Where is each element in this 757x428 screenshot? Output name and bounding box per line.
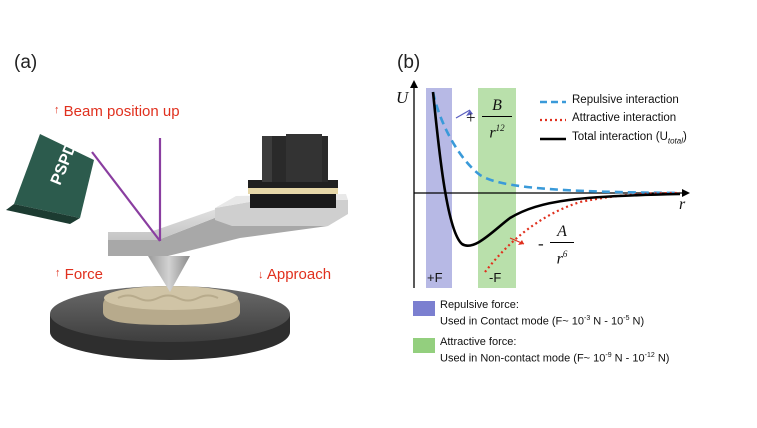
- attractive-force-band: [478, 88, 516, 288]
- approach-label: ↓ Approach: [258, 266, 332, 283]
- formula-attractive-sign: -: [538, 234, 544, 253]
- repulsive-force-note: Repulsive force: Used in Contact mode (F…: [440, 299, 645, 328]
- sample: [103, 286, 240, 325]
- attractive-force-swatch: [413, 338, 435, 353]
- band-repulsive-label: +F: [427, 270, 443, 285]
- formula-attractive-denominator: r6: [556, 249, 568, 268]
- pspd-detector: PSPD: [6, 134, 94, 224]
- panel-a-label: (a): [14, 52, 38, 73]
- arrow-up-icon: ↑: [54, 104, 60, 116]
- beam-position-up-label: ↑ Beam position up: [54, 103, 180, 120]
- force-label: ↑ Force: [55, 266, 104, 283]
- laser-beam: [91, 138, 162, 242]
- y-axis-label: U: [396, 88, 409, 107]
- legend-total: Total interaction (Utotal): [572, 131, 687, 146]
- potential-energy-plot: [410, 80, 690, 288]
- legend-attractive: Attractive interaction: [572, 112, 677, 124]
- x-axis-label: r: [679, 196, 686, 213]
- arrow-up-icon: ↑: [55, 267, 61, 279]
- formula-repulsive-numerator: B: [482, 96, 512, 117]
- repulsive-force-band: [426, 88, 452, 288]
- total-curve: [431, 91, 681, 247]
- band-attractive-label: -F: [489, 270, 502, 285]
- panel-b-label: (b): [397, 52, 421, 73]
- repulsive-term-pointer: [455, 109, 471, 119]
- repulsive-force-swatch: [413, 301, 435, 316]
- attractive-force-note: Attractive force: Used in Non-contact mo…: [440, 336, 670, 365]
- afm-illustration: PSPD: [6, 134, 348, 360]
- legend-repulsive: Repulsive interaction: [572, 94, 679, 106]
- formula-repulsive-denominator: r12: [489, 123, 505, 142]
- arrow-down-icon: ↓: [258, 269, 264, 281]
- formula-repulsive-sign: +: [466, 108, 476, 127]
- afm-tip: [148, 256, 190, 292]
- repulsive-curve: [431, 91, 681, 195]
- formula-attractive-numerator: A: [550, 222, 574, 243]
- chip-holder: [215, 134, 348, 226]
